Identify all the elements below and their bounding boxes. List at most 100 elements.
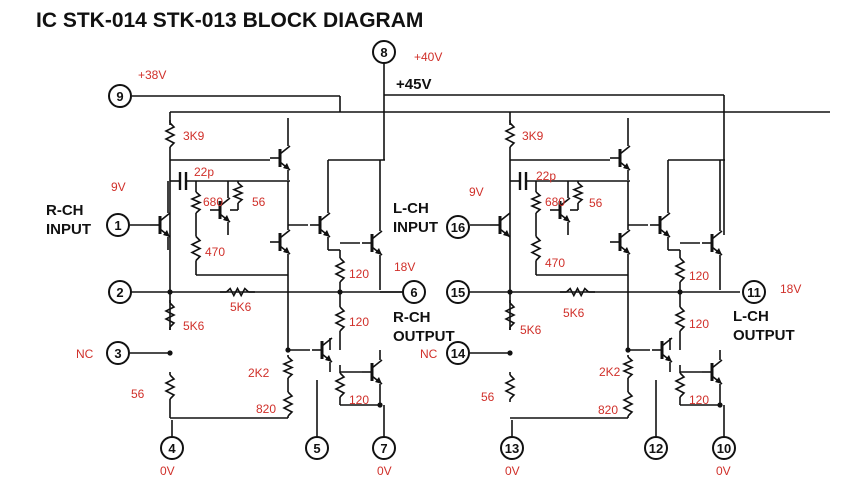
resistor-symbol [282, 391, 294, 417]
gnd-4-annotation: 0V [160, 464, 175, 478]
r-ch-output-label-1: R-CH [393, 309, 431, 326]
resistor-symbol [231, 182, 245, 204]
r-56b-left-annotation: 56 [131, 387, 145, 401]
pin-2-circle [108, 280, 132, 304]
resistor-symbol [334, 306, 346, 332]
pin-8-number: 8 [380, 45, 387, 60]
resistor-symbol [225, 286, 250, 298]
pin-5-circle [305, 436, 329, 460]
pin-1-number: 1 [114, 218, 121, 233]
junction-dot [717, 402, 723, 408]
r-3k9-left-annotation: 3K9 [183, 129, 205, 143]
gnd-10-annotation: 0V [716, 464, 731, 478]
gnd-7-annotation: 0V [377, 464, 392, 478]
pin-12-circle [644, 436, 668, 460]
resistor-symbol [334, 372, 346, 398]
r-820-left-annotation: 820 [256, 402, 276, 416]
v-40-annotation: +40V [414, 50, 442, 64]
transistor-symbol [210, 197, 231, 223]
transistor-symbol [610, 229, 631, 255]
pin-12-number: 12 [649, 441, 663, 456]
capacitor-symbol [178, 172, 188, 190]
c-22p-left-annotation: 22p [194, 165, 214, 179]
junction-dot [337, 289, 343, 295]
pin-8-marker: 8 [372, 40, 396, 64]
pin-3-circle [106, 341, 130, 365]
r-56b-right-annotation: 56 [481, 390, 495, 404]
junction-dot [625, 347, 631, 353]
circuit-wires [130, 60, 830, 440]
r-56a-right-annotation: 56 [589, 196, 603, 210]
pin-1-marker: 1 [106, 213, 130, 237]
pin-16-circle [446, 215, 470, 239]
pin-2-marker: 2 [108, 280, 132, 304]
pin-9-circle [108, 84, 132, 108]
pin-6-marker: 6 [402, 280, 426, 304]
pin-10-circle [712, 436, 736, 460]
r-120c-right-annotation: 120 [689, 393, 709, 407]
c-22p-right-annotation: 22p [536, 169, 556, 183]
resistor-symbol [565, 286, 590, 298]
transistor-symbol [650, 212, 671, 238]
r-2k2-right-annotation: 2K2 [599, 365, 621, 379]
pin-9-marker: 9 [108, 84, 132, 108]
pin-10-marker: 10 [712, 436, 736, 460]
supply-label: +45V [396, 76, 431, 93]
capacitor-symbol [518, 172, 528, 190]
pin-7-number: 7 [380, 441, 387, 456]
r-470-right-annotation: 470 [545, 256, 565, 270]
pin-11-marker: 11 [742, 280, 766, 304]
pin-6-number: 6 [410, 285, 417, 300]
resistor-symbol [164, 122, 176, 148]
resistor-symbol [190, 235, 202, 262]
pin-15-circle [446, 280, 470, 304]
resistor-symbol [504, 374, 516, 400]
resistor-symbol [164, 374, 176, 400]
junction-dot [507, 289, 513, 295]
pin-3-number: 3 [114, 346, 121, 361]
transistor-symbol [550, 197, 571, 223]
resistor-symbol [622, 356, 634, 379]
r-ch-input-label-1: R-CH [46, 202, 84, 219]
nc-left-annotation: NC [76, 347, 94, 361]
transistor-symbol [310, 212, 331, 238]
v-9-right-annotation: 9V [469, 185, 484, 199]
r-120b-right-annotation: 120 [689, 317, 709, 331]
r-5k6b-left-annotation: 5K6 [183, 319, 205, 333]
transistor-symbol [702, 230, 723, 256]
pin-14-number: 14 [451, 346, 466, 361]
transistor-symbol [270, 229, 291, 255]
pin-6-circle [402, 280, 426, 304]
resistor-symbol [504, 122, 516, 148]
nc-right-annotation: NC [420, 347, 438, 361]
resistor-symbol [282, 356, 294, 379]
resistor-symbol [164, 302, 176, 328]
r-470-left-annotation: 470 [205, 245, 225, 259]
r-2k2-left-annotation: 2K2 [248, 366, 270, 380]
pin-2-number: 2 [116, 285, 123, 300]
transistor-symbol [490, 212, 511, 238]
l-ch-input-label-2: INPUT [393, 219, 438, 236]
junction-dot [285, 347, 291, 353]
pin-1-circle [106, 213, 130, 237]
r-5k6a-left-annotation: 5K6 [230, 300, 252, 314]
r-5k6b-right-annotation: 5K6 [520, 323, 542, 337]
resistor-symbol [674, 257, 686, 283]
pin-7-circle [372, 436, 396, 460]
r-820-right-annotation: 820 [598, 403, 618, 417]
r-ch-input-label-2: INPUT [46, 221, 91, 238]
r-680-right-annotation: 680 [545, 195, 565, 209]
r-56a-left-annotation: 56 [252, 195, 266, 209]
v-9-left-annotation: 9V [111, 180, 126, 194]
l-ch-input-label-1: L-CH [393, 200, 429, 217]
l-ch-output-label-1: L-CH [733, 308, 769, 325]
r-3k9-right-annotation: 3K9 [522, 129, 544, 143]
resistor-symbol [530, 191, 542, 214]
pin-14-circle [446, 341, 470, 365]
r-5k6a-right-annotation: 5K6 [563, 306, 585, 320]
resistor-symbol [674, 306, 686, 332]
pin-13-number: 13 [505, 441, 519, 456]
